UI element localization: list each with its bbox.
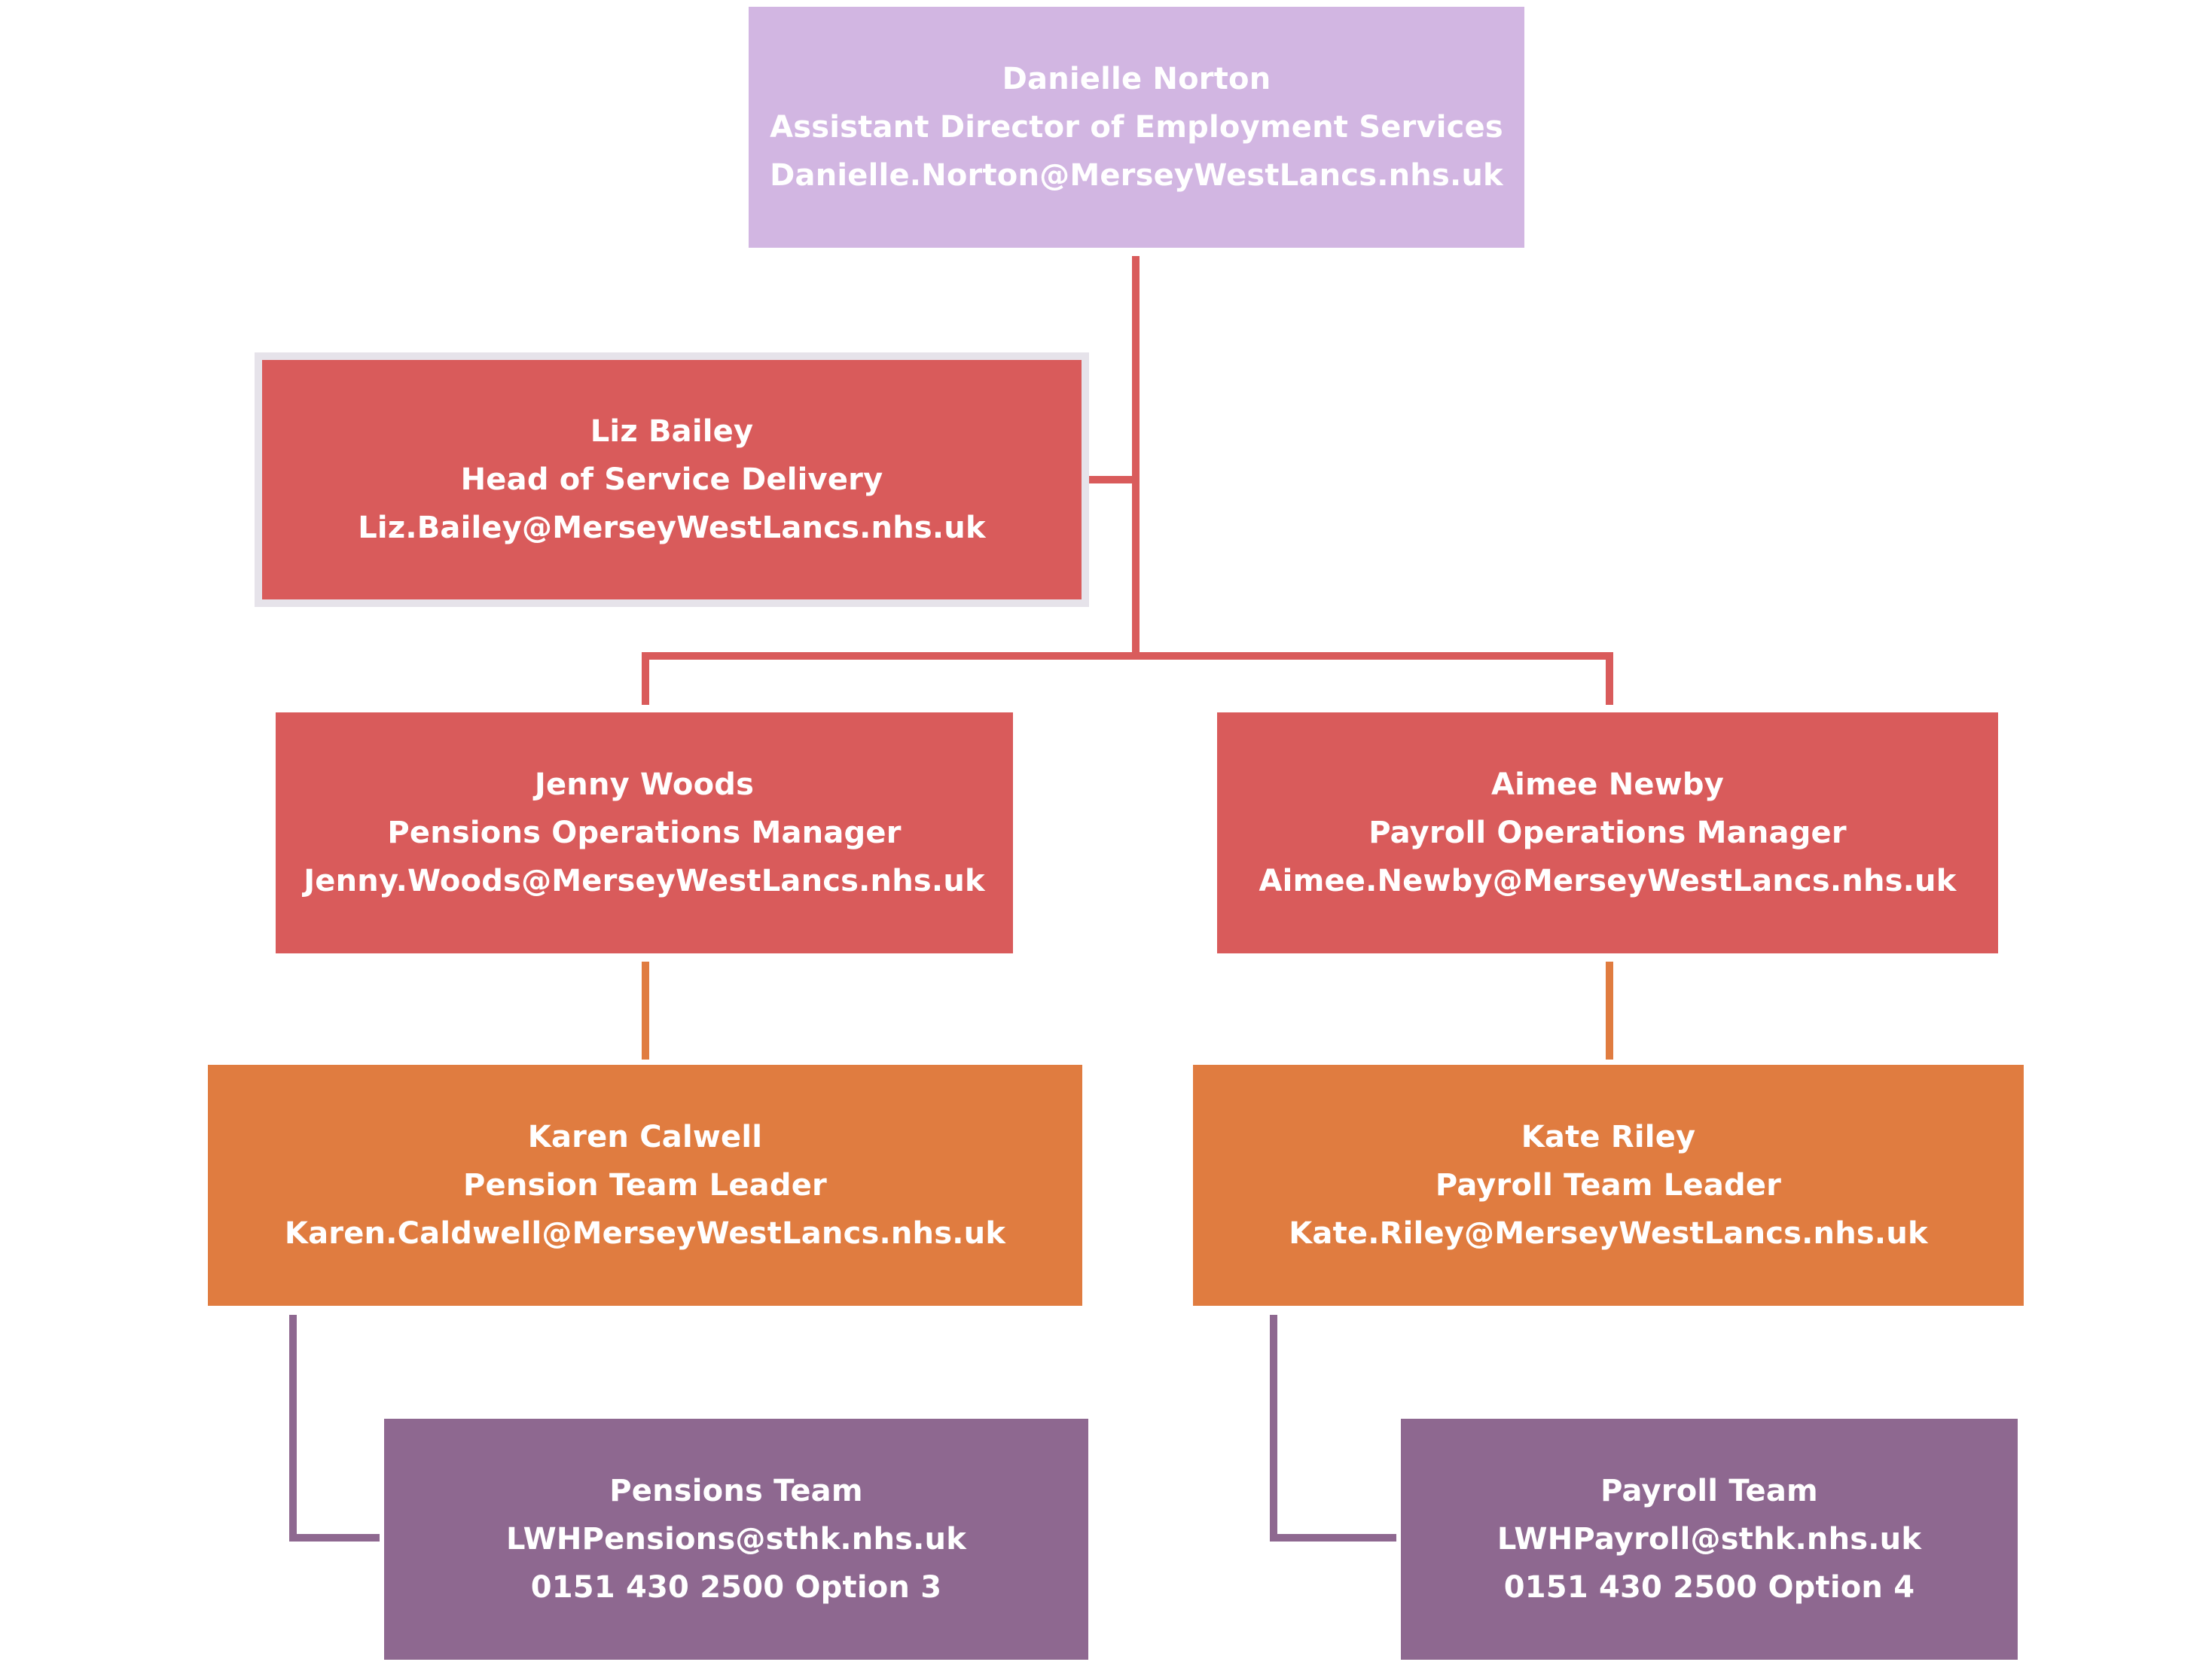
node-name: Danielle Norton xyxy=(1002,62,1271,96)
node-title: Payroll Operations Manager xyxy=(1368,816,1847,850)
node-email: Danielle.Norton@MerseyWestLancs.nhs.uk xyxy=(770,158,1503,193)
node-name: Pensions Team xyxy=(609,1474,863,1508)
node-danielle-norton: Danielle Norton Assistant Director of Em… xyxy=(749,7,1524,248)
node-phone: 0151 430 2500 Option 3 xyxy=(530,1570,942,1605)
connector-karen-pensions-horizontal xyxy=(289,1534,380,1542)
node-email: Kate.Riley@MerseyWestLancs.nhs.uk xyxy=(1289,1216,1928,1251)
node-email: Aimee.Newby@MerseyWestLancs.nhs.uk xyxy=(1259,864,1957,898)
connector-managers-bar xyxy=(642,652,1613,660)
node-name: Liz Bailey xyxy=(590,414,754,449)
node-email: LWHPayroll@sthk.nhs.uk xyxy=(1497,1522,1922,1557)
node-pensions-team: Pensions Team LWHPensions@sthk.nhs.uk 01… xyxy=(384,1419,1088,1660)
node-name: Aimee Newby xyxy=(1491,767,1724,802)
connector-jenny-drop xyxy=(642,652,649,705)
node-payroll-team: Payroll Team LWHPayroll@sthk.nhs.uk 0151… xyxy=(1401,1419,2018,1660)
node-title: Pension Team Leader xyxy=(463,1168,827,1203)
node-email: LWHPensions@sthk.nhs.uk xyxy=(505,1522,967,1557)
node-name: Kate Riley xyxy=(1521,1120,1696,1154)
connector-top-trunk xyxy=(1132,256,1140,659)
node-email: Karen.Caldwell@MerseyWestLancs.nhs.uk xyxy=(284,1216,1006,1251)
node-aimee-newby: Aimee Newby Payroll Operations Manager A… xyxy=(1217,712,1998,953)
node-liz-bailey: Liz Bailey Head of Service Delivery Liz.… xyxy=(262,360,1082,599)
node-title: Payroll Team Leader xyxy=(1435,1168,1782,1203)
connector-aimee-drop xyxy=(1606,652,1613,705)
node-title: Head of Service Delivery xyxy=(460,462,883,497)
connector-karen-pensions-vertical xyxy=(289,1315,297,1541)
node-name: Payroll Team xyxy=(1600,1474,1818,1508)
node-email: Liz.Bailey@MerseyWestLancs.nhs.uk xyxy=(358,511,986,545)
node-name: Jenny Woods xyxy=(534,767,755,802)
node-jenny-woods: Jenny Woods Pensions Operations Manager … xyxy=(276,712,1013,953)
node-title: Pensions Operations Manager xyxy=(387,816,902,850)
node-phone: 0151 430 2500 Option 4 xyxy=(1503,1570,1915,1605)
node-kate-riley: Kate Riley Payroll Team Leader Kate.Rile… xyxy=(1193,1065,2024,1306)
connector-jenny-karen xyxy=(642,962,649,1060)
node-karen-calwell: Karen Calwell Pension Team Leader Karen.… xyxy=(208,1065,1082,1306)
node-email: Jenny.Woods@MerseyWestLancs.nhs.uk xyxy=(304,864,985,898)
connector-liz-branch xyxy=(1089,476,1140,483)
connector-aimee-kate xyxy=(1606,962,1613,1060)
connector-kate-payroll-horizontal xyxy=(1270,1534,1396,1542)
node-title: Assistant Director of Employment Service… xyxy=(770,110,1503,145)
node-name: Karen Calwell xyxy=(527,1120,763,1154)
connector-kate-payroll-vertical xyxy=(1270,1315,1277,1541)
